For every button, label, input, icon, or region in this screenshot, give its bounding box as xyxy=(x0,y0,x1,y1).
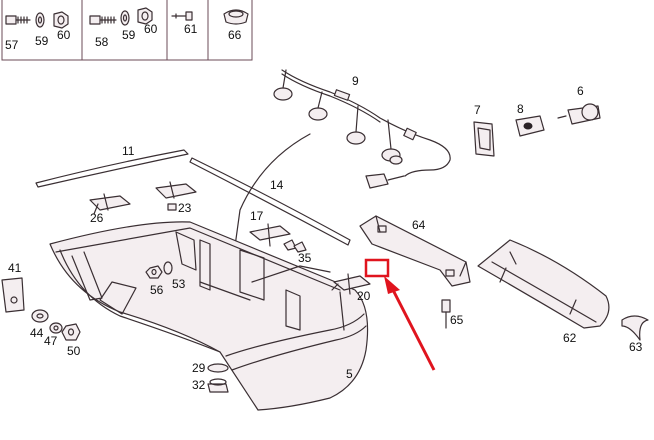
washer-59b-icon xyxy=(120,10,130,26)
label-11: 11 xyxy=(122,144,135,158)
washer-59-icon xyxy=(35,12,45,28)
grommet-66-icon xyxy=(223,9,249,25)
nut-32 xyxy=(207,378,229,393)
washer-44 xyxy=(31,309,49,323)
pin-65 xyxy=(441,299,451,329)
label-59b: 59 xyxy=(122,28,136,42)
nut-60b-icon xyxy=(137,7,153,25)
highlight-box xyxy=(364,258,390,278)
hook-63 xyxy=(621,315,649,341)
label-50: 50 xyxy=(67,344,81,358)
bumper-trim-62 xyxy=(477,239,610,329)
switch-6 xyxy=(557,103,601,125)
clip-23 xyxy=(155,181,197,211)
screw-57-icon xyxy=(5,15,31,25)
label-41: 41 xyxy=(8,261,22,275)
label-9: 9 xyxy=(352,74,359,88)
bumper-cover-5 xyxy=(49,221,369,411)
label-66: 66 xyxy=(228,28,242,42)
label-59a: 59 xyxy=(35,34,49,48)
nut-56 xyxy=(145,265,163,279)
label-58: 58 xyxy=(95,35,109,49)
label-6: 6 xyxy=(577,84,584,98)
label-29: 29 xyxy=(192,361,206,375)
clip-26 xyxy=(89,193,131,215)
label-14: 14 xyxy=(270,178,284,192)
label-56: 56 xyxy=(150,283,164,297)
label-5: 5 xyxy=(346,367,353,381)
washer-29 xyxy=(207,363,229,373)
label-63: 63 xyxy=(629,340,643,354)
washer-47 xyxy=(49,322,63,334)
nut-50 xyxy=(61,323,81,341)
sensor-8 xyxy=(515,115,545,137)
label-32: 32 xyxy=(192,378,206,392)
label-17: 17 xyxy=(250,209,264,223)
label-64: 64 xyxy=(412,218,426,232)
label-65: 65 xyxy=(450,313,464,327)
clips-35 xyxy=(283,239,307,253)
bracket-7 xyxy=(473,121,495,157)
label-20: 20 xyxy=(357,289,371,303)
screw-58-icon xyxy=(89,15,117,25)
label-23: 23 xyxy=(178,201,192,215)
label-57: 57 xyxy=(5,38,19,52)
label-61: 61 xyxy=(184,22,198,36)
label-62: 62 xyxy=(563,331,577,345)
label-35: 35 xyxy=(298,251,312,265)
arrow-harness-to-bumper xyxy=(231,133,311,269)
wiring-harness-9 xyxy=(273,69,451,189)
hardware-table xyxy=(1,0,253,61)
label-26: 26 xyxy=(90,211,104,225)
label-53: 53 xyxy=(172,277,186,291)
highlight-arrow-shaft xyxy=(390,287,436,371)
clip-17 xyxy=(249,223,291,247)
label-47: 47 xyxy=(44,334,58,348)
label-60b: 60 xyxy=(144,22,158,36)
label-44: 44 xyxy=(30,326,44,340)
nut-60-icon xyxy=(53,11,69,29)
trim-strip-11 xyxy=(35,149,189,188)
clip-20 xyxy=(331,273,371,295)
label-7: 7 xyxy=(474,103,481,117)
pin-61-icon xyxy=(171,11,193,21)
label-8: 8 xyxy=(517,102,524,116)
label-60a: 60 xyxy=(57,28,71,42)
trim-strip-14 xyxy=(189,157,351,246)
reflector-41 xyxy=(1,277,25,313)
washer-53 xyxy=(163,261,173,275)
highlight-arrow-head xyxy=(384,276,400,294)
mounting-bracket-64 xyxy=(359,215,471,287)
